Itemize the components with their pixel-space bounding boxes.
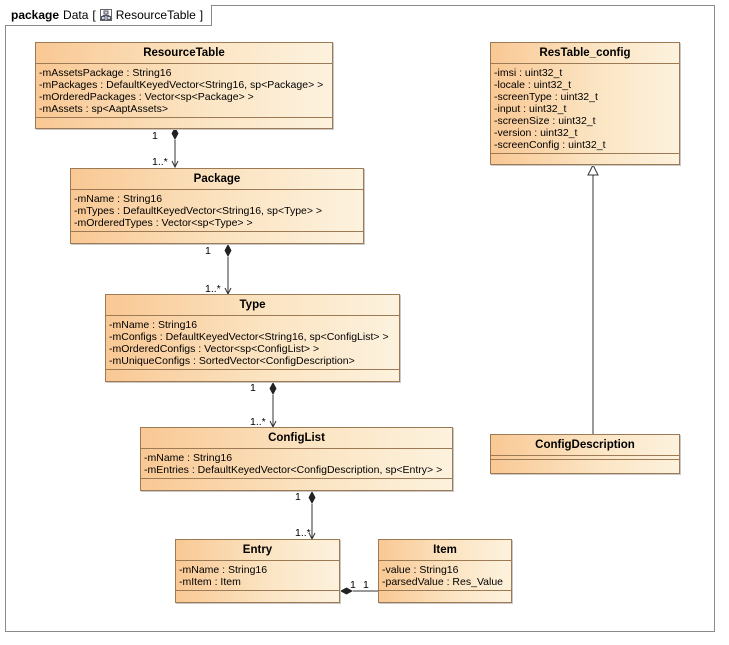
frame-bracket-close: ]	[199, 8, 204, 22]
composition-diamond	[308, 491, 316, 504]
operation-compartment	[71, 232, 363, 240]
class-item[interactable]: Item -value : String16 -parsedValue : Re…	[378, 539, 512, 603]
class-entry[interactable]: Entry -mName : String16 -mItem : Item	[175, 539, 340, 603]
attribute: -mItem : Item	[179, 576, 241, 588]
class-name: ResourceTable	[36, 43, 332, 64]
frame-bracket-open: [	[92, 8, 96, 22]
operation-compartment	[36, 118, 332, 126]
class-name: Entry	[176, 540, 339, 561]
attribute: -mOrderedConfigs : Vector<sp<ConfigList>…	[109, 343, 320, 355]
operation-compartment	[106, 370, 399, 378]
attribute: -mOrderedTypes : Vector<sp<Type> >	[74, 217, 253, 229]
attribute-compartment: -mName : String16 -mTypes : DefaultKeyed…	[71, 190, 363, 232]
attribute-compartment: -imsi : uint32_t -locale : uint32_t -scr…	[491, 64, 679, 154]
multiplicity-label: 1	[363, 579, 369, 591]
class-package[interactable]: Package -mName : String16 -mTypes : Defa…	[70, 168, 364, 244]
attribute: -parsedValue : Res_Value	[382, 576, 504, 588]
multiplicity-label: 1..*	[205, 283, 221, 295]
attribute: -mAssetsPackage : String16	[39, 67, 172, 79]
attribute: -mName : String16	[74, 193, 163, 205]
attribute-compartment: -mAssetsPackage : String16 -mPackages : …	[36, 64, 332, 118]
attribute: -screenType : uint32_t	[494, 91, 598, 103]
class-type[interactable]: Type -mName : String16 -mConfigs : Defau…	[105, 294, 400, 382]
attribute: -locale : uint32_t	[494, 79, 572, 91]
class-name: ConfigList	[141, 428, 452, 449]
attribute-compartment	[491, 456, 679, 460]
frame-diagram-name: ResourceTable	[115, 8, 196, 22]
multiplicity-label: 1..*	[295, 527, 311, 539]
class-resourcetable[interactable]: ResourceTable -mAssetsPackage : String16…	[35, 42, 333, 129]
attribute-compartment: -mName : String16 -mEntries : DefaultKey…	[141, 449, 452, 479]
multiplicity-label: 1	[205, 245, 211, 257]
operation-compartment	[491, 154, 679, 162]
attribute: -imsi : uint32_t	[494, 67, 563, 79]
attribute: -mUniqueConfigs : SortedVector<ConfigDes…	[109, 355, 355, 367]
attribute-compartment: -mName : String16 -mItem : Item	[176, 561, 339, 591]
multiplicity-label: 1..*	[152, 156, 168, 168]
operation-compartment	[379, 591, 511, 599]
composition-diamond	[224, 244, 232, 257]
attribute: -mOrderedPackages : Vector<sp<Package> >	[39, 91, 254, 103]
attribute: -mPackages : DefaultKeyedVector<String16…	[39, 79, 324, 91]
attribute: -input : uint32_t	[494, 103, 567, 115]
frame-keyword: package	[11, 8, 60, 22]
class-name: ResTable_config	[491, 43, 679, 64]
operation-compartment	[491, 460, 679, 468]
composition-diamond	[269, 382, 277, 395]
attribute: -mName : String16	[109, 319, 198, 331]
attribute: -value : String16	[382, 564, 459, 576]
multiplicity-label: 1	[295, 491, 301, 503]
composition-diamond	[171, 127, 179, 140]
operation-compartment	[141, 479, 452, 487]
attribute: -mTypes : DefaultKeyedVector<String16, s…	[74, 205, 323, 217]
class-restable-config[interactable]: ResTable_config -imsi : uint32_t -locale…	[490, 42, 680, 165]
attribute: -version : uint32_t	[494, 127, 578, 139]
attribute-compartment: -mName : String16 -mConfigs : DefaultKey…	[106, 316, 399, 370]
attribute: -screenSize : uint32_t	[494, 115, 596, 127]
class-configlist[interactable]: ConfigList -mName : String16 -mEntries :…	[140, 427, 453, 491]
class-name: Package	[71, 169, 363, 190]
attribute: -mName : String16	[144, 452, 233, 464]
generalization-arrowhead	[587, 163, 599, 176]
attribute-compartment: -value : String16 -parsedValue : Res_Val…	[379, 561, 511, 591]
attribute: -mConfigs : DefaultKeyedVector<String16,…	[109, 331, 389, 343]
frame-package-name: Data	[63, 8, 89, 22]
class-name: Item	[379, 540, 511, 561]
multiplicity-label: 1..*	[250, 416, 266, 428]
class-name: ConfigDescription	[491, 435, 679, 456]
class-diagram-icon	[99, 9, 112, 21]
attribute: -mEntries : DefaultKeyedVector<ConfigDes…	[144, 464, 443, 476]
class-name: Type	[106, 295, 399, 316]
attribute: -mAssets : sp<AaptAssets>	[39, 103, 168, 115]
frame-tab: package Data [ ResourceTable ]	[5, 5, 213, 26]
multiplicity-label: 1	[250, 382, 256, 394]
composition-diamond	[340, 587, 353, 595]
class-configdescription[interactable]: ConfigDescription	[490, 434, 680, 474]
multiplicity-label: 1	[152, 130, 158, 142]
multiplicity-label: 1	[350, 579, 356, 591]
attribute: -screenConfig : uint32_t	[494, 139, 606, 151]
attribute: -mName : String16	[179, 564, 268, 576]
operation-compartment	[176, 591, 339, 599]
